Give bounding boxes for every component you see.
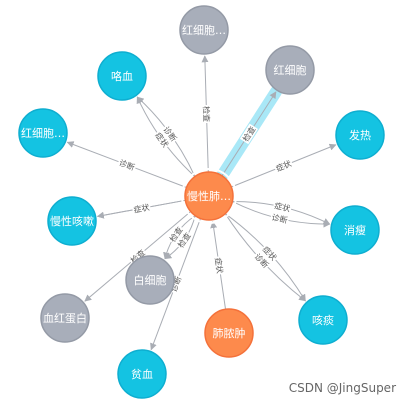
node-label: 红细胞 xyxy=(274,64,307,77)
watermark: CSDN @JingSuper xyxy=(288,381,396,395)
node-circle[interactable] xyxy=(335,110,385,160)
node-label: 红细胞… xyxy=(182,24,226,37)
node-n7[interactable]: 消瘦 xyxy=(330,205,380,255)
node-label: 白细胞 xyxy=(134,273,167,287)
node-label: 咯血 xyxy=(111,69,133,83)
edge-label-bg xyxy=(116,156,138,173)
edge-label-bg xyxy=(127,246,148,266)
edge-layer: 检查检查症状诊断诊断症状诊断症状症状诊断检查检查检查诊断症状症状诊断 xyxy=(66,55,337,351)
edge-label-bg xyxy=(239,123,259,145)
node-circle[interactable] xyxy=(47,196,97,246)
edge-label: 诊断 xyxy=(118,157,137,172)
node-label: 血红蛋白 xyxy=(43,311,87,325)
edge-label-bg xyxy=(152,129,172,150)
node-n10[interactable]: 咳痰 xyxy=(298,295,348,345)
edge-label-bg xyxy=(251,250,272,271)
node-n6[interactable]: 慢性咳嗽 xyxy=(47,196,97,246)
node-label: 红细胞… xyxy=(21,127,65,140)
node-n12[interactable]: 贫血 xyxy=(117,349,167,399)
node-circle[interactable] xyxy=(265,45,315,95)
node-circle[interactable] xyxy=(117,349,167,399)
edge-label-bg xyxy=(269,211,290,226)
node-circle[interactable] xyxy=(40,293,90,343)
edge-label-bg xyxy=(212,255,226,276)
node-ring xyxy=(181,168,237,224)
node-circle[interactable] xyxy=(18,108,68,158)
node-circle[interactable] xyxy=(330,205,380,255)
node-label: 消瘦 xyxy=(344,223,366,237)
edge-label-bg xyxy=(166,224,186,245)
node-n3[interactable]: 咯血 xyxy=(97,51,147,101)
node-label: 肺脓肿 xyxy=(213,326,246,340)
node-n4[interactable]: 红细胞… xyxy=(18,108,68,158)
node-label: 发热 xyxy=(349,128,371,142)
node-n9[interactable]: 血红蛋白 xyxy=(40,293,90,343)
node-label: 贫血 xyxy=(131,367,153,381)
node-n2[interactable]: 红细胞 xyxy=(265,45,315,95)
edge-label-bg xyxy=(174,229,194,251)
node-n11[interactable]: 肺脓肿 xyxy=(204,308,254,358)
edge-label-bg xyxy=(160,123,180,145)
node-label: 慢性咳嗽 xyxy=(50,214,94,228)
node-n8[interactable]: 白细胞 xyxy=(125,255,175,305)
node-circle[interactable] xyxy=(184,171,234,221)
edge-label: 检查 xyxy=(201,106,211,122)
node-label: 咳痰 xyxy=(312,313,334,327)
edge-label-bg xyxy=(259,243,280,264)
edge-label-bg xyxy=(201,104,212,124)
node-center[interactable]: 慢性肺… xyxy=(181,168,237,224)
node-n1[interactable]: 红细胞… xyxy=(179,5,229,55)
node-circle[interactable] xyxy=(298,295,348,345)
edge-label: 症状 xyxy=(133,202,151,215)
node-circle[interactable] xyxy=(204,308,254,358)
node-layer: 慢性肺…红细胞…红细胞咯血红细胞…发热慢性咳嗽消瘦白细胞血红蛋白咳痰肺脓肿贫血 xyxy=(18,5,385,399)
edge-label-bg xyxy=(131,201,152,215)
edge-label-bg xyxy=(272,200,293,214)
edge-label: 症状 xyxy=(213,257,225,274)
edge-label: 症状 xyxy=(273,200,291,213)
node-circle[interactable] xyxy=(125,255,175,305)
node-circle[interactable] xyxy=(179,5,229,55)
edge-label-bg xyxy=(273,157,294,174)
edge-label: 诊断 xyxy=(271,212,289,225)
node-label: 慢性肺… xyxy=(187,189,231,203)
node-n5[interactable]: 发热 xyxy=(335,110,385,160)
node-circle[interactable] xyxy=(97,51,147,101)
